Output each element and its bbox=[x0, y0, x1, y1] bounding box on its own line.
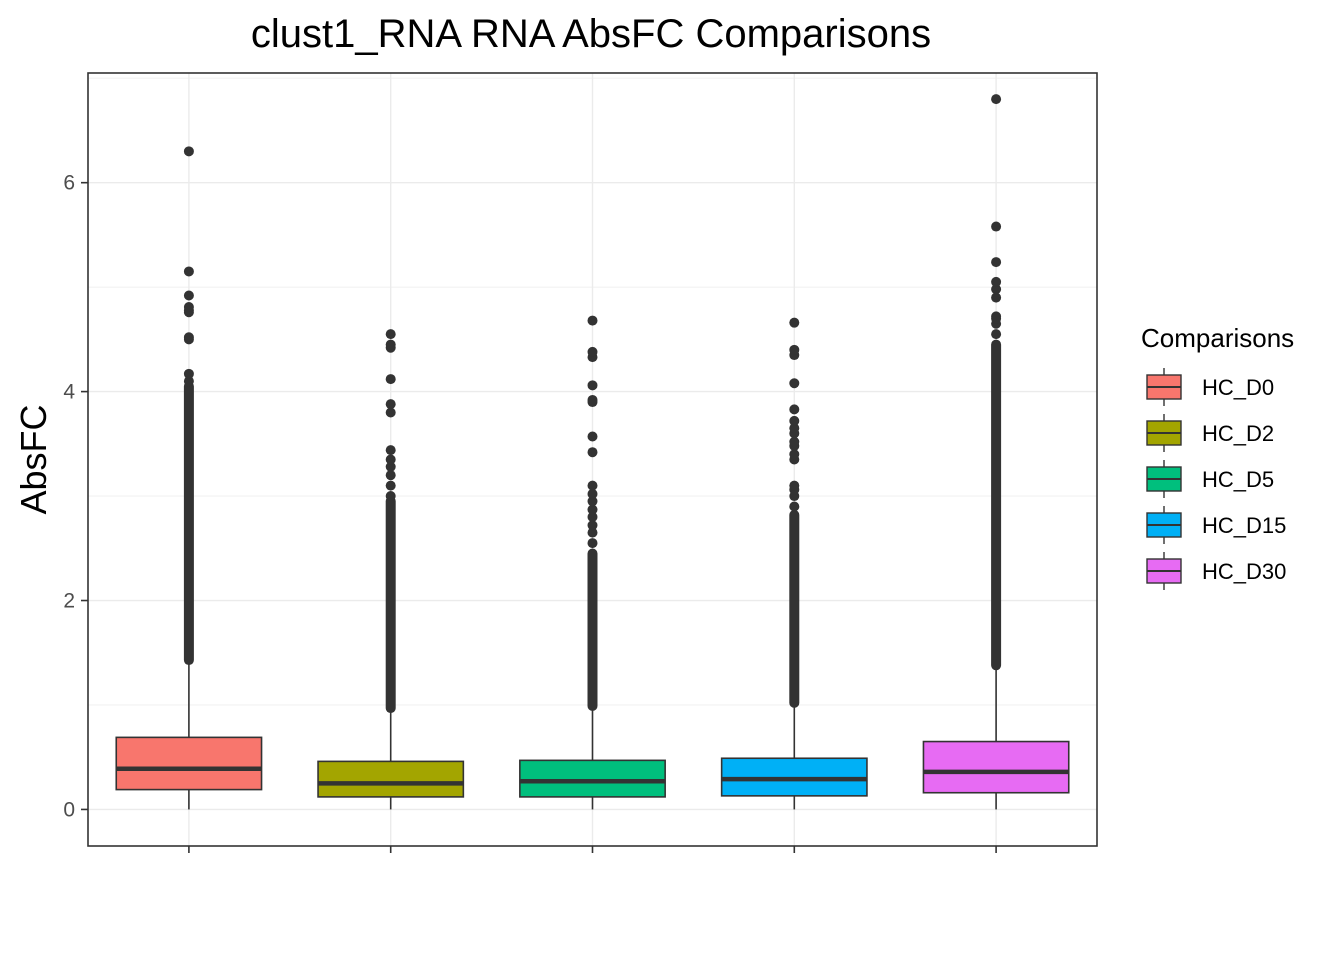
outlier-point bbox=[789, 423, 800, 434]
legend-label: HC_D5 bbox=[1202, 467, 1274, 492]
outlier-point bbox=[385, 491, 396, 502]
outlier-point bbox=[385, 339, 396, 350]
box-group-hc-d5 bbox=[519, 315, 666, 810]
outlier-point bbox=[183, 376, 194, 387]
outlier-point bbox=[385, 480, 396, 491]
outlier-point bbox=[385, 374, 396, 385]
outlier-band bbox=[991, 339, 1002, 671]
box-iqr bbox=[115, 736, 263, 791]
outlier-point bbox=[587, 447, 598, 458]
outlier-point bbox=[183, 146, 194, 157]
y-tick-label: 0 bbox=[63, 798, 75, 821]
legend-label: HC_D0 bbox=[1202, 375, 1274, 400]
outlier-point bbox=[385, 470, 396, 481]
outlier-point bbox=[789, 378, 800, 389]
outlier-point bbox=[183, 301, 194, 312]
outlier-point bbox=[385, 445, 396, 456]
y-tick-label: 4 bbox=[63, 381, 75, 404]
outlier-point bbox=[991, 292, 1002, 303]
outlier-point bbox=[587, 346, 598, 357]
box-group-hc-d30 bbox=[922, 94, 1070, 810]
box-iqr bbox=[519, 759, 666, 798]
outlier-point bbox=[587, 520, 598, 531]
outlier-band bbox=[183, 381, 194, 666]
outlier-point bbox=[789, 404, 800, 415]
outlier-point bbox=[587, 527, 598, 538]
outlier-point bbox=[991, 221, 1002, 232]
box-iqr bbox=[317, 760, 465, 798]
outlier-point bbox=[587, 504, 598, 515]
outlier-point bbox=[789, 344, 800, 355]
box-group-hc-d15 bbox=[720, 317, 868, 810]
outlier-band bbox=[587, 548, 598, 712]
outlier-point bbox=[789, 501, 800, 512]
outlier-point bbox=[991, 94, 1002, 105]
legend-item-hc-d15: HC_D15 bbox=[1146, 506, 1286, 544]
outlier-point bbox=[183, 332, 194, 343]
outlier-point bbox=[183, 290, 194, 301]
outlier-point bbox=[385, 329, 396, 340]
outlier-point bbox=[789, 449, 800, 460]
outlier-point bbox=[385, 407, 396, 418]
legend-label: HC_D2 bbox=[1202, 421, 1274, 446]
outlier-point bbox=[587, 394, 598, 405]
box-iqr bbox=[922, 740, 1070, 794]
legend-item-hc-d0: HC_D0 bbox=[1146, 368, 1274, 406]
outlier-point bbox=[789, 480, 800, 491]
outlier-point bbox=[183, 368, 194, 379]
outlier-point bbox=[385, 399, 396, 410]
y-tick-label: 2 bbox=[63, 590, 75, 613]
legend-item-hc-d5: HC_D5 bbox=[1146, 460, 1274, 498]
outlier-point bbox=[587, 480, 598, 491]
legend-title: Comparisons bbox=[1141, 323, 1294, 353]
legend-item-hc-d30: HC_D30 bbox=[1146, 552, 1286, 590]
outlier-point bbox=[587, 496, 598, 507]
outlier-point bbox=[587, 488, 598, 499]
y-axis-title: AbsFC bbox=[13, 404, 54, 514]
outlier-point bbox=[789, 415, 800, 426]
outlier-point bbox=[385, 461, 396, 472]
box-group-hc-d0 bbox=[115, 146, 263, 810]
chart-title: clust1_RNA RNA AbsFC Comparisons bbox=[251, 12, 931, 56]
outlier-point bbox=[587, 431, 598, 442]
outlier-point bbox=[789, 317, 800, 328]
y-tick-label: 6 bbox=[63, 172, 75, 195]
outlier-point bbox=[991, 284, 1002, 295]
outlier-point bbox=[789, 436, 800, 447]
outlier-point bbox=[991, 329, 1002, 340]
outlier-point bbox=[991, 311, 1002, 322]
outlier-point bbox=[587, 380, 598, 391]
box-group-hc-d2 bbox=[317, 329, 465, 810]
outlier-point bbox=[587, 538, 598, 549]
outlier-point bbox=[587, 315, 598, 326]
outlier-band bbox=[385, 496, 396, 714]
outlier-band bbox=[789, 509, 800, 708]
legend-label: HC_D30 bbox=[1202, 559, 1286, 584]
legend-label: HC_D15 bbox=[1202, 513, 1286, 538]
outlier-point bbox=[385, 454, 396, 465]
outlier-point bbox=[587, 511, 598, 522]
outlier-point bbox=[991, 276, 1002, 287]
plot-area: 0 2 4 6 bbox=[63, 72, 1098, 853]
panel-border bbox=[87, 72, 1098, 847]
legend-item-hc-d2: HC_D2 bbox=[1146, 414, 1274, 452]
outlier-point bbox=[991, 257, 1002, 268]
outlier-point bbox=[183, 266, 194, 277]
